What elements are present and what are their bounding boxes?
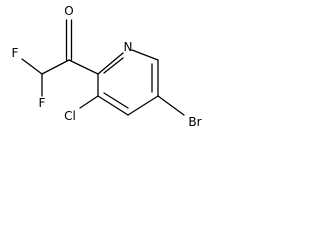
bromine-atom-label: Br bbox=[188, 115, 201, 129]
oxygen-atom-label: O bbox=[64, 4, 73, 18]
c3-to-chlorine-bond bbox=[79, 95, 99, 109]
ring-bond-c2-n-inner bbox=[103, 57, 124, 74]
carbonyl-to-pyridine-bond bbox=[68, 59, 99, 75]
ring-bond-c4-c3 bbox=[97, 95, 129, 116]
difluoromethyl-to-upper-fluorine-bond bbox=[21, 58, 43, 75]
ring-bond-c2-n bbox=[97, 52, 124, 75]
upper-fluorine-atom-label: F bbox=[12, 46, 19, 60]
nitrogen-atom-label: N bbox=[124, 40, 133, 54]
carbonyl-to-difluoromethyl-bond bbox=[41, 59, 70, 75]
ring-bond-n-c6 bbox=[131, 49, 159, 61]
ring-bond-c5-c4 bbox=[127, 95, 159, 116]
chlorine-atom-label: Cl bbox=[64, 109, 76, 123]
ring-bond-c4-c3-inner bbox=[103, 92, 129, 109]
lower-fluorine-atom-label: F bbox=[39, 96, 46, 110]
molecule-structure-drawing: O N F F Cl Br bbox=[12, 4, 202, 129]
c5-to-bromine-bond bbox=[157, 95, 185, 116]
